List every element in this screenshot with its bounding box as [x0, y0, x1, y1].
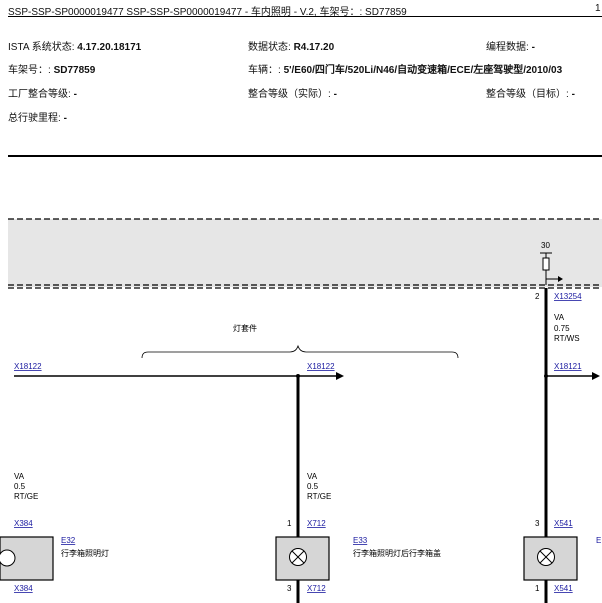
wire-right-size: 0.75 [554, 324, 570, 333]
wire-mid-type: VA [307, 472, 318, 481]
connector-x384-bottom[interactable]: X384 [14, 584, 33, 593]
vehicle-value: 5'/E60/四门车/520Li/N46/自动变速箱/ECE/左座驾驶型/201… [283, 65, 563, 76]
mid-bottom-pin: 3 [287, 584, 292, 593]
component-e33-name: 行李箱照明灯后行李箱盖 [353, 548, 441, 558]
connector-x18122-left[interactable]: X18122 [14, 362, 42, 371]
wire-right-color: RT/WS [554, 334, 580, 343]
wire-mid-size: 0.5 [307, 482, 319, 491]
actual-level-value: - [333, 89, 337, 100]
data-status: 数据状态: R4.17.20 [248, 38, 334, 53]
programming-data-value: - [531, 42, 535, 53]
component-right-id[interactable]: E [596, 536, 601, 545]
target-level: 整合等级（目标）: - [486, 85, 575, 100]
target-level-label: 整合等级（目标）: [486, 89, 572, 100]
connector-x18122-mid[interactable]: X18122 [307, 362, 335, 371]
ista-status: ISTA 系统状态: 4.17.20.18171 [8, 38, 141, 53]
programming-data-label: 编程数据: [486, 42, 532, 53]
arrow-mid [336, 372, 344, 380]
junction-right [544, 374, 548, 378]
fuse-icon [540, 252, 563, 285]
connector-x384-top[interactable]: X384 [14, 519, 33, 528]
connector-x18121[interactable]: X18121 [554, 362, 582, 371]
data-status-value: R4.17.20 [293, 42, 335, 53]
wire-left-color: RT/GE [14, 492, 38, 501]
info-rule [8, 155, 602, 157]
vin-label: 车架号：: [8, 65, 54, 76]
actual-level-label: 整合等级（实际）: [248, 89, 334, 100]
mileage-label: 总行驶里程: [8, 113, 64, 124]
wire-right-type: VA [554, 313, 565, 322]
header-rule [8, 16, 602, 17]
actual-level: 整合等级（实际）: - [248, 85, 337, 100]
mileage: 总行驶里程: - [8, 109, 67, 124]
harness-bracket [141, 344, 459, 359]
vehicle: 车辆：: 5'/E60/四门车/520Li/N46/自动变速箱/ECE/左座驾驶… [248, 61, 562, 76]
wire-left-size: 0.5 [14, 482, 26, 491]
component-e33-id[interactable]: E33 [353, 536, 368, 545]
component-e32-id[interactable]: E32 [61, 536, 76, 545]
wire-left-type: VA [14, 472, 25, 481]
data-status-label: 数据状态: [248, 42, 294, 53]
lamp-icon-right [537, 548, 555, 566]
connector-x541-bottom[interactable]: X541 [554, 584, 573, 593]
component-e32-name: 行李箱照明灯 [61, 548, 109, 558]
ista-status-value: 4.17.20.18171 [77, 42, 142, 53]
programming-data: 编程数据: - [486, 38, 535, 53]
page-number: 1 [595, 3, 601, 14]
factory-level-label: 工厂整合等级: [8, 89, 74, 100]
connector-x541-top[interactable]: X541 [554, 519, 573, 528]
connector-x712-bottom[interactable]: X712 [307, 584, 326, 593]
right-top-pin: 3 [535, 519, 540, 528]
mileage-value: - [63, 113, 67, 124]
target-level-value: - [571, 89, 575, 100]
harness-label: 灯套件 [233, 323, 257, 333]
pin-right-top: 2 [535, 292, 540, 301]
connector-x13254[interactable]: X13254 [554, 292, 582, 301]
vin-value: SD77859 [53, 65, 96, 76]
ista-status-label: ISTA 系统状态: [8, 42, 78, 53]
document-title: SSP-SSP-SP0000019477 SSP-SSP-SP000001947… [8, 7, 407, 18]
wire-mid-color: RT/GE [307, 492, 331, 501]
right-bottom-pin: 1 [535, 584, 540, 593]
module-band [8, 219, 602, 287]
factory-level: 工厂整合等级: - [8, 85, 77, 100]
mid-top-pin: 1 [287, 519, 292, 528]
connector-x712-top[interactable]: X712 [307, 519, 326, 528]
lamp-icon-e33 [289, 548, 307, 566]
fuse-number: 30 [541, 241, 550, 250]
vehicle-label: 车辆：: [248, 65, 284, 76]
arrow-right [592, 372, 600, 380]
factory-level-value: - [73, 89, 77, 100]
vin: 车架号：: SD77859 [8, 61, 95, 76]
lamp-icon-e32 [0, 549, 16, 567]
